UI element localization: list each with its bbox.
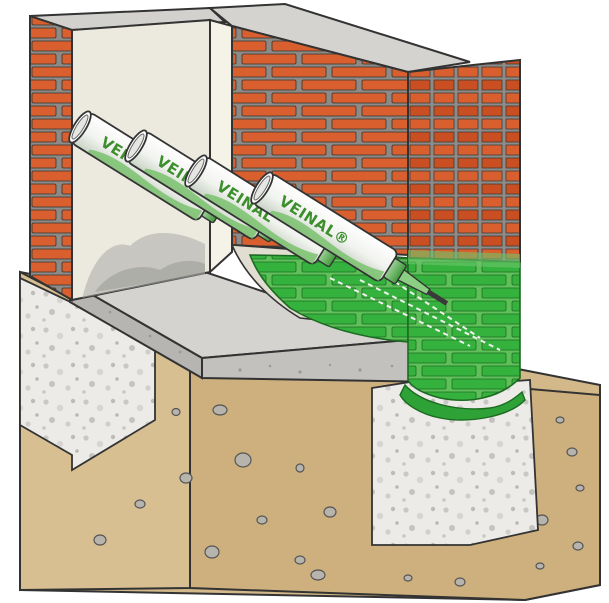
nozzles	[0, 0, 1, 1]
concrete-slab	[66, 270, 441, 384]
nozzle-icon	[396, 268, 449, 306]
injected-zone	[230, 244, 526, 421]
cartridge-4: VEINAL®	[250, 171, 449, 306]
cartridge-icon	[250, 171, 407, 285]
cartridges: VEINAL VEINAL VEINAL	[0, 0, 449, 306]
droplet-icon	[399, 383, 526, 421]
